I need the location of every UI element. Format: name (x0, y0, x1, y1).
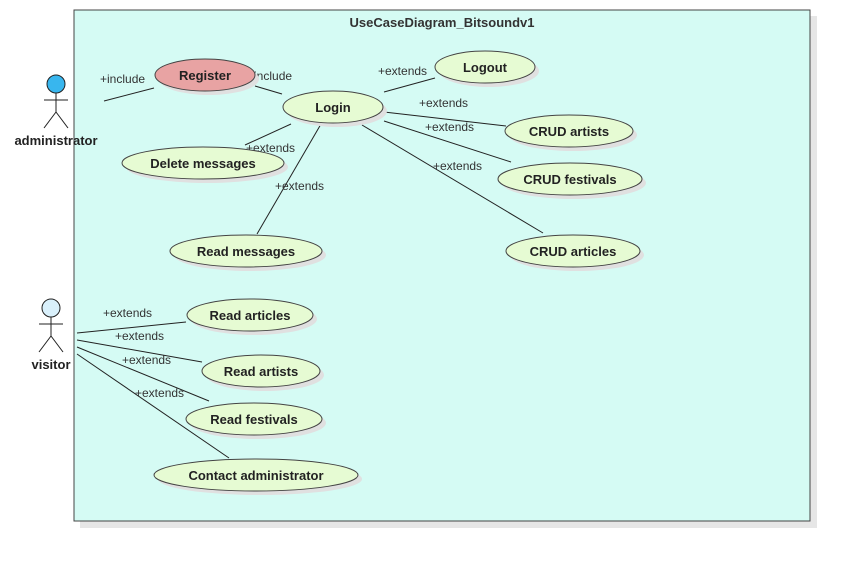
edge-label: +extends (378, 64, 427, 78)
usecase-register[interactable]: Register (154, 58, 259, 95)
actor-visitor[interactable]: visitor (31, 298, 71, 372)
usecase-contact-administrator[interactable]: Contact administrator (153, 458, 362, 495)
edge-register-login (254, 85, 283, 95)
edge-login-delete-messages (244, 123, 292, 146)
edge-label: +extends (275, 179, 324, 193)
usecase-logout[interactable]: Logout (434, 50, 539, 87)
usecase-read-messages[interactable]: Read messages (169, 234, 326, 271)
edge-label: +extends (425, 120, 474, 134)
usecase-crud-festivals[interactable]: CRUD festivals (497, 162, 646, 199)
usecase-contact-administrator-label: Contact administrator (188, 468, 323, 483)
usecase-read-artists-label: Read artists (224, 364, 298, 379)
usecase-crud-artists[interactable]: CRUD artists (504, 114, 637, 151)
stick-figure-icon (38, 298, 64, 353)
edge-login-read-messages (256, 123, 322, 235)
edge-label: +extends (103, 306, 152, 320)
edge-login-crud-articles (361, 124, 544, 234)
edges (76, 77, 544, 459)
edge-login-crud-artists (383, 111, 507, 127)
usecase-crud-artists-label: CRUD artists (529, 124, 609, 139)
usecase-delete-messages-label: Delete messages (150, 156, 256, 171)
usecase-crud-festivals-label: CRUD festivals (523, 172, 616, 187)
edge-label: +extends (433, 159, 482, 173)
usecase-read-articles-label: Read articles (210, 308, 291, 323)
actor-administrator-label: administrator (14, 133, 97, 148)
usecase-login[interactable]: Login (282, 90, 387, 127)
usecase-logout-label: Logout (463, 60, 508, 75)
usecase-read-articles[interactable]: Read articles (186, 298, 317, 335)
usecase-crud-articles[interactable]: CRUD articles (505, 234, 644, 271)
diagram-title: UseCaseDiagram_Bitsoundv1 (350, 15, 535, 30)
edge-visitor-read-articles (76, 321, 187, 334)
edge-login-crud-festivals (383, 120, 512, 163)
usecase-login-label: Login (315, 100, 350, 115)
edge-label: +extends (122, 353, 171, 367)
edge-label: +extends (115, 329, 164, 343)
usecase-read-messages-label: Read messages (197, 244, 295, 259)
usecase-read-festivals-label: Read festivals (210, 412, 297, 427)
usecases: Register Login Logout CRUD artists CRUD … (121, 50, 646, 495)
edge-label: +extends (419, 96, 468, 110)
edge-visitor-read-artists (76, 339, 203, 363)
actor-administrator[interactable]: administrator (14, 74, 98, 148)
edge-visitor-contact (76, 353, 230, 459)
usecase-read-festivals[interactable]: Read festivals (185, 402, 326, 439)
edge-visitor-read-festivals (76, 346, 210, 402)
edge-login-logout (383, 77, 436, 93)
usecase-read-artists[interactable]: Read artists (201, 354, 324, 391)
edge-label: +extends (135, 386, 184, 400)
edge-label: +include (100, 72, 145, 86)
usecase-delete-messages[interactable]: Delete messages (121, 146, 288, 183)
usecase-crud-articles-label: CRUD articles (530, 244, 617, 259)
stick-figure-icon (43, 74, 69, 129)
edge-admin-register (103, 87, 155, 102)
actor-visitor-label: visitor (31, 357, 70, 372)
usecase-register-label: Register (179, 68, 231, 83)
